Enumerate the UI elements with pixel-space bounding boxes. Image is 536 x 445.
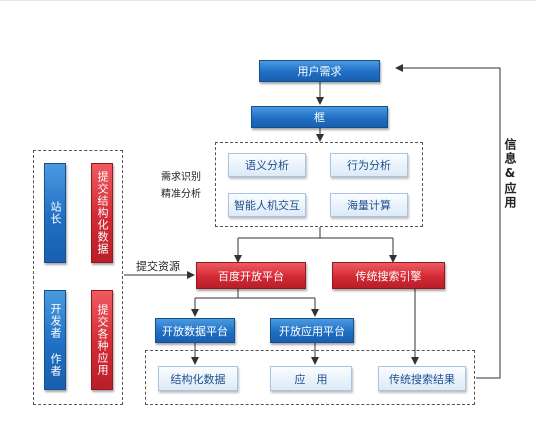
contributors-group: [33, 150, 123, 405]
results-group: [145, 350, 475, 405]
massive-compute-node: 海量计算: [330, 193, 408, 217]
need-recognition-label: 需求识别: [161, 172, 201, 183]
baidu-open-platform-node: 百度开放平台: [196, 262, 306, 289]
submit-apps-node: 提交各种应用: [91, 290, 113, 390]
open-data-platform-node: 开放数据平台: [155, 318, 235, 343]
feedback-loop-line: [395, 64, 501, 379]
top-divider: [0, 0, 536, 1]
analysis-group: [215, 142, 423, 227]
open-app-platform-node: 开放应用平台: [270, 318, 354, 343]
user-need-node: 用户需求: [259, 60, 380, 82]
submit-resources-label: 提交资源: [136, 260, 180, 273]
submit-structured-node: 提交结构化数据: [91, 163, 113, 263]
webmaster-node: 站长: [44, 163, 66, 263]
traditional-engine-node: 传统搜索引擎: [332, 262, 445, 289]
application-node: 应 用: [270, 366, 352, 391]
smart-interaction-node: 智能人机交互: [228, 193, 306, 217]
frame-node: 框: [251, 106, 388, 128]
structured-data-node: 结构化数据: [158, 366, 238, 391]
behavior-analysis-node: 行为分析: [330, 153, 408, 177]
traditional-results-node: 传统搜索结果: [378, 366, 466, 391]
semantic-analysis-node: 语义分析: [228, 153, 306, 177]
precise-analysis-label: 精准分析: [161, 189, 201, 200]
info-and-apps-label: 信息&应用: [503, 138, 517, 210]
developer-node: 开发者 作者: [44, 290, 66, 390]
